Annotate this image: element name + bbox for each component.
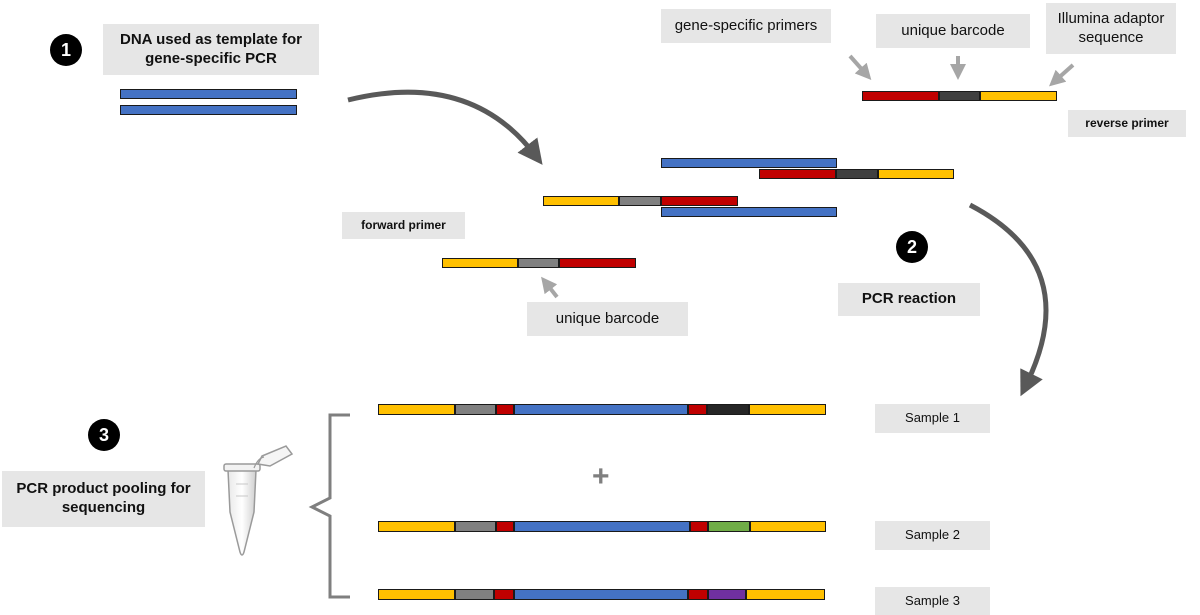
reverse-barcode-segment [707,404,749,415]
dna-template-label: DNA used as template for gene-specific P… [103,24,319,75]
annealed-forward-primer [543,196,738,206]
gene-primer-segment [862,91,939,101]
sample-1-product [378,404,826,415]
sample-3-label: Sample 3 [875,587,990,615]
adaptor-segment [378,589,455,600]
pointer-arrow-illumina-adaptor [1049,63,1075,87]
adaptor-segment [746,589,825,600]
gene-primer-segment [690,521,708,532]
forward-primer-label: forward primer [342,212,465,239]
barcode-segment [455,521,496,532]
curved-arrow-to-annealing [347,89,543,165]
reverse-barcode-segment [708,521,750,532]
adaptor-segment [543,196,619,206]
adaptor-segment [878,169,954,179]
microcentrifuge-tube-icon [223,445,294,556]
barcode-segment [518,258,559,268]
unique-barcode-bottom-label: unique barcode [527,302,688,336]
annealed-reverse-primer [759,169,954,179]
reverse-primer-label: reverse primer [1068,110,1186,137]
step-2-marker: 2 [896,231,928,263]
gene-primer-segment [496,404,514,415]
gene-primer-segment [759,169,836,179]
template-dna-top [120,89,297,99]
curved-arrow-to-products [968,202,1049,397]
adaptor-segment [378,521,455,532]
pooling-bracket [308,413,350,599]
gene-primer-segment [661,196,738,206]
sample-1-label: Sample 1 [875,404,990,433]
gene-primer-segment [688,404,707,415]
annealed-dna-top [661,158,837,168]
gene-primer-segment [688,589,708,600]
dna-segment [514,589,688,600]
template-dna-bottom [120,105,297,115]
barcode-segment [455,589,494,600]
pointer-arrow-gene-primers [848,54,872,80]
dna-segment [120,105,297,115]
barcode-segment [836,169,878,179]
barcode-segment [939,91,980,101]
step-1-marker: 1 [50,34,82,66]
gene-specific-primers-label: gene-specific primers [661,9,831,43]
gene-primer-segment [559,258,636,268]
dna-segment [514,521,690,532]
unique-barcode-top-label: unique barcode [876,14,1030,48]
reverse-barcode-segment [708,589,746,600]
dna-segment [661,158,837,168]
adaptor-segment [749,404,826,415]
gene-primer-segment [494,589,514,600]
reverse-primer-strand [862,91,1057,101]
sample-3-product [378,589,825,600]
sample-2-label: Sample 2 [875,521,990,550]
gene-primer-segment [496,521,514,532]
annealed-dna-bottom [661,207,837,217]
adaptor-segment [442,258,518,268]
pooling-label: PCR product pooling for sequencing [2,471,205,527]
forward-primer-strand [442,258,636,268]
dna-segment [661,207,837,217]
adaptor-segment [750,521,826,532]
pointer-arrow-unique-barcode-bottom [541,276,559,299]
illumina-adaptor-label: Illumina adaptor sequence [1046,3,1176,54]
sample-2-product [378,521,826,532]
adaptor-segment [378,404,455,415]
dna-segment [120,89,297,99]
dna-segment [514,404,688,415]
plus-sign: + [592,460,610,493]
barcode-segment [619,196,661,206]
pcr-reaction-label: PCR reaction [838,283,980,316]
barcode-segment [455,404,496,415]
adaptor-segment [980,91,1057,101]
step-3-marker: 3 [88,419,120,451]
